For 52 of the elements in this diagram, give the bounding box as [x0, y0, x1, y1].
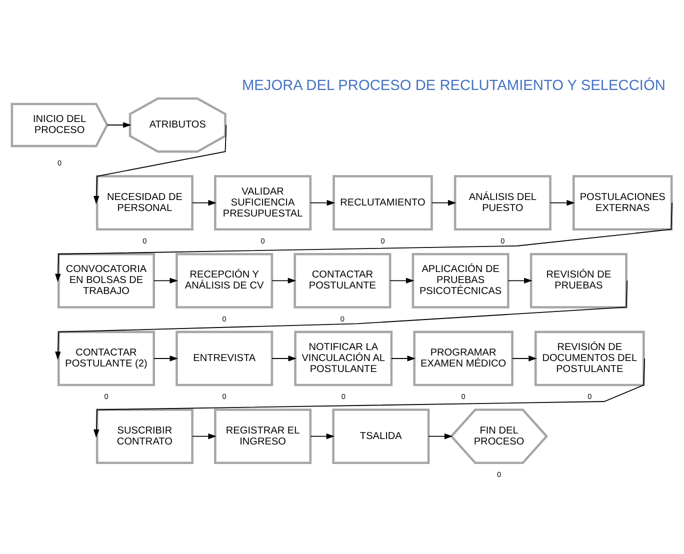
node-box: RECEPCIÓN Y ANÁLISIS DE CV	[176, 252, 274, 308]
arrow	[432, 200, 456, 206]
label: 0	[496, 470, 502, 479]
node-box: REVISIÓN DE DOCUMENTOS DEL POSTULANTE	[534, 330, 645, 386]
arrow	[106, 122, 132, 128]
node-box: CONTACTAR POSTULANTE (2)	[57, 330, 155, 386]
arrow	[55, 280, 628, 360]
arrow	[94, 124, 227, 204]
arrow	[192, 433, 216, 440]
arrow	[550, 200, 575, 206]
arrow	[512, 356, 537, 362]
arrow	[272, 356, 297, 362]
arrow	[310, 200, 336, 206]
label: 0	[340, 314, 344, 324]
arrow	[94, 358, 646, 438]
arrow	[55, 202, 673, 282]
arrow	[508, 278, 532, 284]
node-box: NECESIDAD DE PERSONAL	[96, 175, 194, 231]
node-box: CONVOCATORIA EN BOLSAS DE TRABAJO	[57, 252, 155, 308]
label: 0	[461, 392, 466, 402]
node-box: SUSCRIBIR CONTRATO	[96, 408, 194, 464]
node-box: PROGRAMAR EXAMEN MÉDICO	[413, 330, 514, 386]
label: 0	[588, 392, 592, 402]
node-box: APLICACIÓN DE PRUEBAS PSICOTÉCNICAS	[412, 252, 510, 308]
arrow	[272, 278, 296, 284]
node-box: TSALIDA	[332, 408, 430, 464]
label: 0	[380, 236, 385, 246]
arrow	[310, 433, 335, 440]
node-box: POSTULACIONES EXTERNAS	[572, 175, 673, 231]
node-box: NOTIFICAR LA VINCULACIÓN AL POSTULANTE	[294, 330, 393, 386]
label: 0	[222, 392, 226, 402]
label: 0	[58, 158, 62, 168]
node-box: ANÁLISIS DEL PUESTO	[454, 175, 552, 231]
diagram-title: MEJORA DEL PROCESO DE RECLUTAMIENTO Y SELECCIÓN	[242, 78, 666, 94]
arrow	[428, 433, 453, 440]
label: 0	[260, 236, 265, 246]
node-box: ENTREVISTA	[176, 330, 274, 386]
arrow	[390, 278, 414, 284]
label: 0	[104, 392, 108, 402]
arrow	[192, 200, 216, 206]
label: 0	[222, 314, 226, 324]
node-box: REVISIÓN DE PRUEBAS	[530, 252, 628, 308]
arrow	[154, 278, 178, 284]
node-box: REGISTRAR EL INGRESO	[214, 408, 312, 464]
node-box: RECLUTAMIENTO	[332, 175, 433, 231]
label: 0	[500, 236, 505, 246]
label: 0	[142, 236, 147, 246]
arrow	[154, 356, 178, 362]
arrow	[390, 356, 416, 362]
node-box: CONTACTAR POSTULANTE	[294, 252, 392, 308]
node-box: VALIDAR SUFICIENCIA PRESUPUESTAL	[214, 175, 312, 231]
label: 0	[341, 392, 346, 402]
